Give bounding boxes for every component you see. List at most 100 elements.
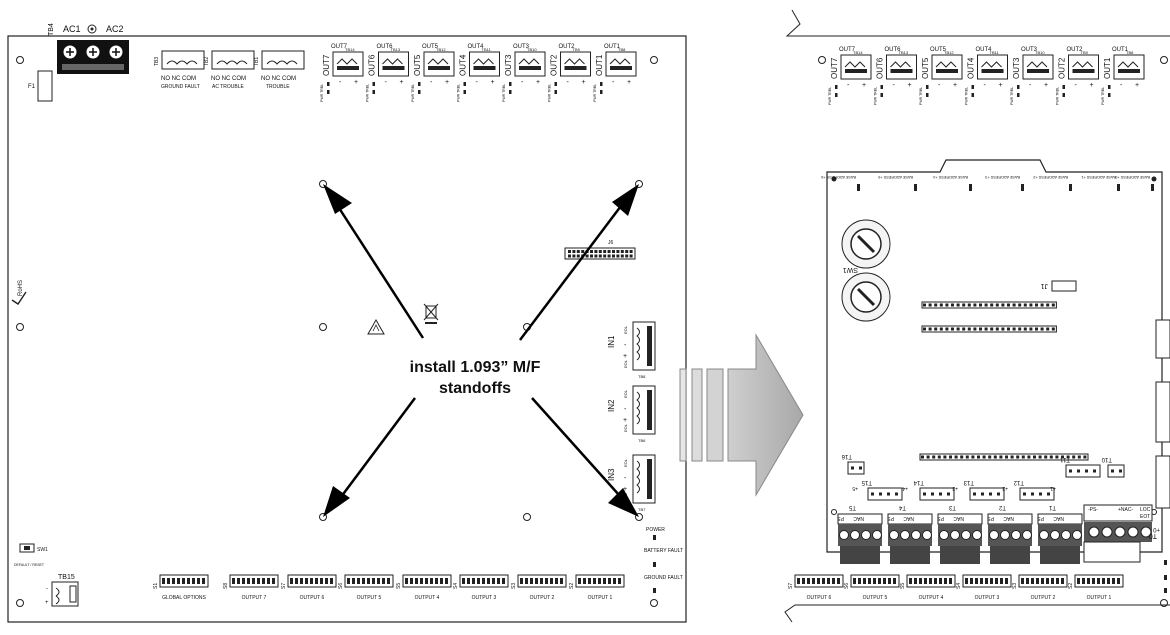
terminal-lower	[890, 546, 930, 564]
output-connector-body	[931, 54, 963, 80]
output-label: OUT1	[1112, 47, 1129, 53]
pin-row-pin	[943, 455, 947, 459]
j6-pin	[620, 250, 624, 253]
pin-row-pin	[1007, 303, 1010, 307]
pwr-trbl-label: PWR TRBL	[548, 84, 552, 102]
input-connector-pins	[636, 391, 640, 425]
j6-label: J6	[608, 240, 614, 246]
led-battery	[653, 562, 656, 567]
dip-switch-label: OUTPUT 4	[415, 595, 440, 601]
output-label: OUT2	[559, 44, 576, 50]
output-plus: +	[1135, 82, 1139, 89]
relay-label: AC TROUBLE	[212, 84, 245, 90]
j6-pin	[576, 254, 580, 258]
output-minus: -	[385, 79, 388, 86]
terminal-screw	[1011, 530, 1021, 540]
pin-row-pin	[1051, 303, 1055, 307]
dip-switch-toggle	[608, 578, 611, 584]
instruction-line-1: install 1.093” M/F	[410, 359, 541, 376]
dip-switch-toggle	[272, 578, 275, 584]
output-plus: +	[354, 79, 358, 86]
pwr-trbl-label: PWR TRBL	[919, 87, 923, 105]
trbl-led	[463, 90, 466, 94]
output-connector-body	[840, 54, 872, 80]
mid-connector-pin	[947, 492, 950, 496]
instruction-line-2: standoffs	[439, 380, 511, 397]
mid-connector-pin	[931, 492, 934, 496]
terminal-screw	[961, 530, 971, 540]
output-side-label: OUT6	[876, 57, 885, 79]
tb15-label: TB15	[58, 574, 75, 581]
dip-switch-toggle	[187, 578, 190, 584]
output-connector-pins	[1072, 61, 1093, 68]
dip-switch-toggle	[467, 578, 470, 584]
relay-connector-body	[261, 50, 305, 70]
output-connector-latch	[890, 69, 913, 73]
terminal-lower	[1040, 546, 1080, 564]
output-side-label: OUT7	[830, 57, 839, 79]
s-label: S3	[1012, 583, 1018, 589]
input-plus: +	[623, 486, 627, 493]
pin-row-pin	[1040, 327, 1044, 331]
module-standoff	[1151, 176, 1157, 182]
motion-bar	[706, 368, 724, 462]
output-side-label: OUT5	[921, 57, 930, 79]
mid-connector-label: T13	[963, 479, 974, 485]
j6-pin	[603, 250, 607, 253]
pin-row-pin	[990, 303, 994, 307]
dip-switch-toggle	[975, 578, 978, 584]
pin-row-pin	[977, 455, 980, 459]
dip-switch-toggle	[817, 578, 820, 584]
input-eol-label: EOL	[623, 325, 628, 334]
mid-connector-body	[1107, 464, 1125, 478]
mounting-hole	[650, 599, 658, 607]
terminal-ps-label: PS	[987, 515, 994, 521]
ac-terminal-block: TB4 AC1 AC2	[48, 23, 129, 74]
dip-switch-toggle	[535, 578, 538, 584]
pin-row-pin	[921, 455, 924, 459]
mounting-hole	[319, 323, 327, 331]
dip-switch-toggle	[939, 578, 942, 584]
dip-switch-toggle	[545, 578, 548, 584]
output-connector-pins	[981, 61, 1002, 68]
output-plus: +	[999, 82, 1003, 89]
output-tb-label: TB10	[527, 47, 537, 52]
pin-row-pin	[939, 327, 943, 331]
tb15-plus: +	[45, 600, 49, 606]
dip-switch-toggle	[382, 578, 385, 584]
dip-switch-toggle	[924, 578, 927, 584]
pin-row-pin	[937, 455, 941, 459]
input-connector-pins	[636, 460, 640, 494]
t0-screws	[1088, 526, 1152, 538]
relay-nc-row: NO NC COM	[161, 76, 196, 82]
terminal-t-label: T1	[1048, 504, 1056, 510]
terminal-ps-label: PS	[887, 515, 894, 521]
base-address-label: BASE ADDRESS +0	[1115, 175, 1150, 179]
output-label: OUT1	[604, 44, 621, 50]
tb4-label: TB4	[48, 23, 55, 36]
terminal-screw	[972, 530, 982, 540]
dip-switch-toggle	[985, 578, 988, 584]
input-tb-label: TB6	[638, 438, 646, 443]
output-minus: -	[1120, 82, 1123, 89]
pin-row-pin	[962, 303, 966, 307]
fuse-f1	[37, 70, 53, 102]
dip-switch-label: OUTPUT 6	[807, 595, 832, 601]
output-tb-label: TB13	[899, 50, 909, 55]
pin-row-pin	[1051, 327, 1055, 331]
output-label: OUT6	[377, 44, 394, 50]
motion-bar	[679, 368, 687, 462]
trbl-led	[926, 93, 929, 97]
output-side-label: OUT6	[368, 54, 377, 76]
module-standoff	[831, 509, 837, 515]
trbl-led	[509, 90, 512, 94]
s-label: S7	[788, 583, 794, 589]
j6-pin	[568, 254, 571, 258]
output-connector-latch	[1118, 69, 1140, 73]
dip-switch-toggle	[919, 578, 922, 584]
pin-row-pin	[1083, 455, 1087, 459]
j1-label: J1	[1041, 282, 1049, 289]
pin-row-pin	[1018, 303, 1022, 307]
t0-loc: LOC	[1140, 507, 1151, 513]
